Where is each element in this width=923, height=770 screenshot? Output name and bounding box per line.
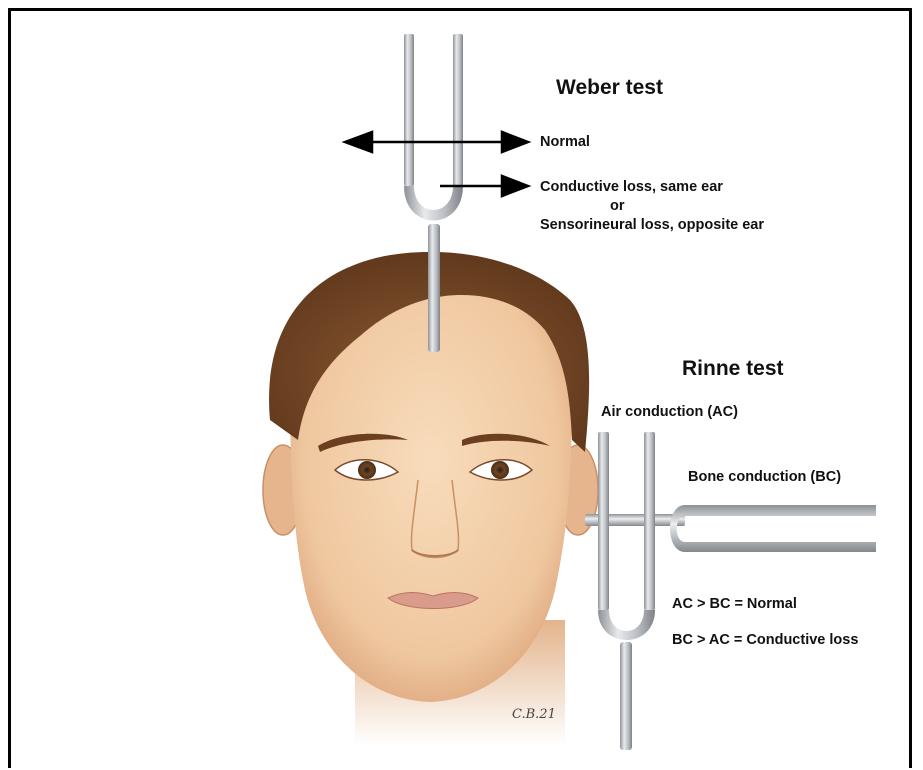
- rinne-air-fork: [598, 432, 655, 750]
- weber-conductive-label: Conductive loss, same ear: [540, 179, 723, 195]
- weber-sensorineural-label: Sensorineural loss, opposite ear: [540, 217, 764, 233]
- weber-or-label: or: [610, 198, 625, 214]
- rinne-bone-fork: [585, 505, 876, 552]
- rinne-normal-result: AC > BC = Normal: [672, 596, 797, 612]
- weber-title: Weber test: [556, 76, 663, 100]
- left-iris: [358, 461, 376, 479]
- right-iris: [491, 461, 509, 479]
- signature: C.B.21: [512, 707, 556, 722]
- rinne-bone-label: Bone conduction (BC): [688, 469, 841, 485]
- rinne-conductive-result: BC > AC = Conductive loss: [672, 632, 858, 648]
- weber-normal-label: Normal: [540, 134, 590, 150]
- weber-double-arrow: [345, 132, 528, 152]
- rinne-title: Rinne test: [682, 357, 784, 381]
- rinne-air-label: Air conduction (AC): [601, 404, 738, 420]
